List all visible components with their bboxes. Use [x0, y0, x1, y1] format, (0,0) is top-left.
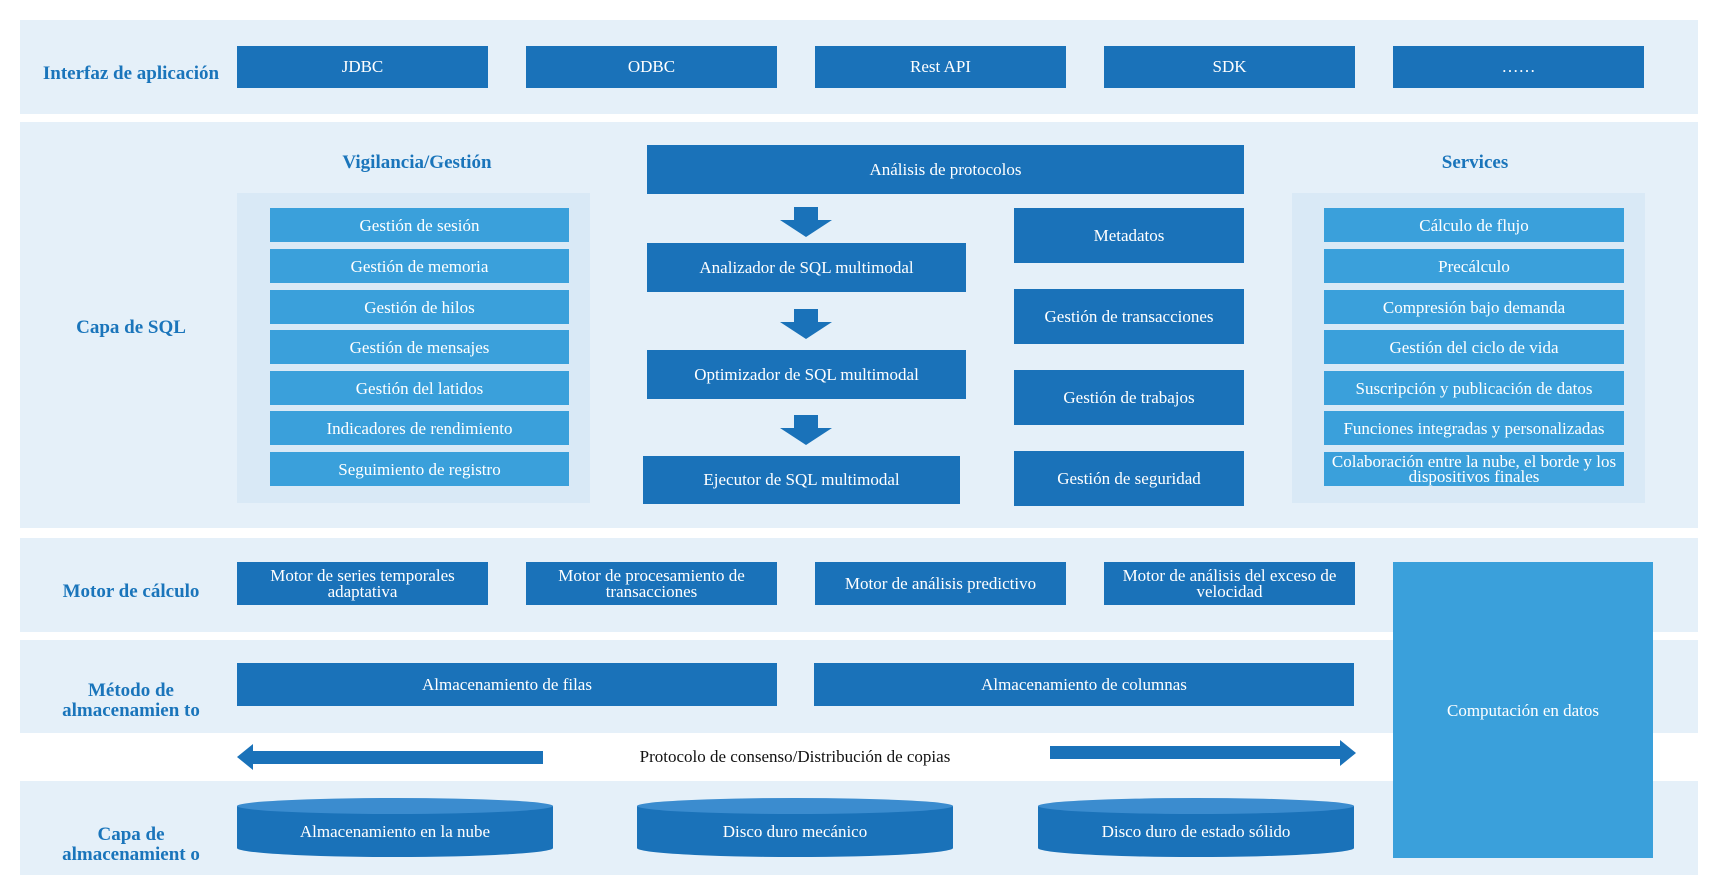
monitoring-item: Gestión de hilos: [270, 290, 569, 324]
engine-box: Motor de análisis del exceso de velocida…: [1104, 562, 1355, 605]
transaction-management-box: Gestión de transacciones: [1014, 289, 1244, 344]
cloud-storage-cylinder: Almacenamiento en la nube: [237, 797, 553, 857]
sql-optimizer-box: Optimizador de SQL multimodal: [647, 350, 966, 399]
services-title: Services: [1441, 152, 1509, 173]
cylinder-shape: [1038, 798, 1354, 857]
engine-box: Motor de análisis predictivo: [815, 562, 1066, 605]
interface-jdbc: JDBC: [237, 46, 488, 88]
services-item: Precálculo: [1324, 249, 1624, 283]
sql-parser-box: Analizador de SQL multimodal: [647, 243, 966, 292]
cylinder-shape: [637, 798, 953, 857]
interface-rest-api: Rest API: [815, 46, 1066, 88]
cloud-storage-label: Almacenamiento en la nube: [299, 822, 491, 841]
sql-executor-box: Ejecutor de SQL multimodal: [643, 456, 960, 504]
column-storage-box: Almacenamiento de columnas: [814, 663, 1354, 706]
interface-sdk: SDK: [1104, 46, 1355, 88]
layer-label-compute: Motor de cálculo: [62, 581, 200, 602]
engine-box: Motor de procesamiento de transacciones: [526, 562, 777, 605]
services-item: Colaboración entre la nube, el borde y l…: [1324, 452, 1624, 486]
layer-label-app: Interfaz de aplicación: [42, 63, 220, 84]
monitoring-item: Gestión de sesión: [270, 208, 569, 242]
in-data-compute-box: Computación en datos: [1393, 562, 1653, 858]
layer-label-storage: Capa de almacenamient o: [62, 824, 200, 865]
layer-label-sql: Capa de SQL: [76, 317, 186, 338]
left-arrow-icon: [237, 744, 543, 770]
down-arrow-icon: [780, 309, 832, 339]
services-item: Funciones integradas y personalizadas: [1324, 411, 1624, 445]
metadata-box: Metadatos: [1014, 208, 1244, 263]
ssd-cylinder: Disco duro de estado sólido: [1038, 797, 1354, 857]
down-arrow-icon: [780, 207, 832, 237]
services-item: Gestión del ciclo de vida: [1324, 330, 1624, 364]
right-arrow-icon: [1050, 740, 1356, 766]
monitoring-item: Gestión del latidos: [270, 371, 569, 405]
monitoring-title: Vigilancia/Gestión: [342, 152, 492, 173]
services-item: Cálculo de flujo: [1324, 208, 1624, 242]
ssd-label: Disco duro de estado sólido: [1101, 822, 1291, 841]
services-item: Suscripción y publicación de datos: [1324, 371, 1624, 405]
monitoring-item: Seguimiento de registro: [270, 452, 569, 486]
job-management-box: Gestión de trabajos: [1014, 370, 1244, 425]
row-storage-box: Almacenamiento de filas: [237, 663, 777, 706]
down-arrow-icon: [780, 415, 832, 445]
hdd-label: Disco duro mecánico: [722, 822, 868, 841]
cylinder-shape: [237, 798, 553, 857]
monitoring-item: Indicadores de rendimiento: [270, 411, 569, 445]
security-management-box: Gestión de seguridad: [1014, 451, 1244, 506]
layer-label-storage-method: Método de almacenamien to: [62, 680, 200, 721]
interface-odbc: ODBC: [526, 46, 777, 88]
services-item: Compresión bajo demanda: [1324, 290, 1624, 324]
protocol-analysis-box: Análisis de protocolos: [647, 145, 1244, 194]
hdd-cylinder: Disco duro mecánico: [637, 797, 953, 857]
monitoring-item: Gestión de mensajes: [270, 330, 569, 364]
engine-box: Motor de series temporales adaptativa: [237, 562, 488, 605]
consensus-label: Protocolo de consenso/Distribución de co…: [639, 747, 951, 766]
interface-more: ……: [1393, 46, 1644, 88]
monitoring-item: Gestión de memoria: [270, 249, 569, 283]
